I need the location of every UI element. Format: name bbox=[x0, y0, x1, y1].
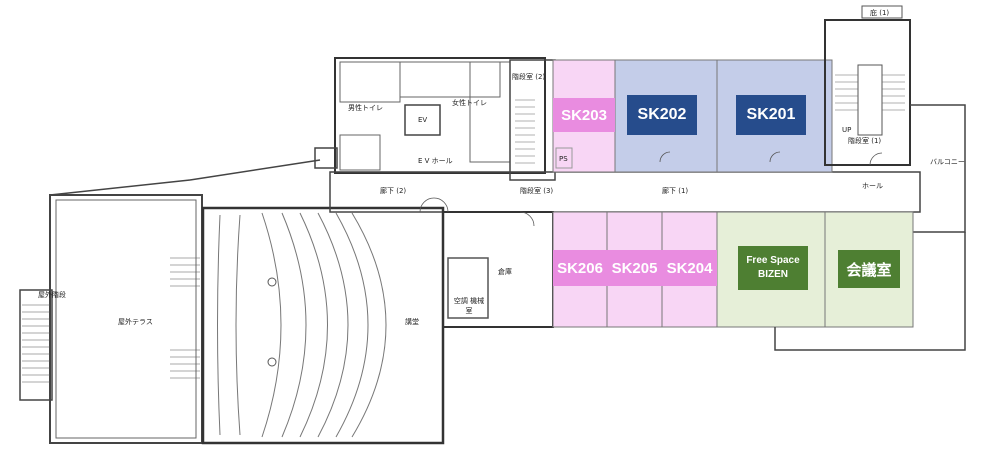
room-sk203-label: SK203 bbox=[553, 98, 615, 132]
room-sk204-label: SK204 bbox=[662, 250, 717, 286]
room-sk202-label: SK202 bbox=[627, 95, 697, 135]
ev-hall-label: E V ホール bbox=[418, 157, 453, 165]
up-label: UP bbox=[842, 126, 852, 134]
free-space-line2: BIZEN bbox=[758, 269, 788, 280]
storage-label: 倉庫 bbox=[498, 268, 512, 276]
ps-label: PS bbox=[559, 155, 568, 163]
stair3-label: 階段室 (3) bbox=[520, 187, 554, 195]
hall-label: ホール bbox=[862, 182, 883, 190]
exit-label: 庇 (1) bbox=[870, 9, 890, 17]
mens-toilet-label: 男性トイレ bbox=[348, 104, 383, 112]
corridor1-label: 廊下 (1) bbox=[662, 187, 689, 195]
outdoor-stairs-label: 屋外階段 bbox=[38, 291, 66, 299]
room-sk202[interactable]: SK202 bbox=[627, 95, 697, 135]
free-space-line1: Free Space bbox=[746, 255, 800, 266]
ev-label: EV bbox=[418, 116, 428, 124]
room-sk204[interactable]: SK204 bbox=[662, 250, 717, 286]
room-sk203[interactable]: SK203 bbox=[553, 98, 615, 132]
room-sk205-label: SK205 bbox=[607, 250, 662, 286]
outdoor-terrace-label: 屋外テラス bbox=[118, 318, 153, 326]
corridor2-label: 廊下 (2) bbox=[380, 187, 407, 195]
room-sk201[interactable]: SK201 bbox=[736, 95, 806, 135]
outdoor-stairs-area bbox=[19, 289, 53, 401]
balcony-label: バルコニー bbox=[930, 158, 965, 166]
room-sk201-label: SK201 bbox=[736, 95, 806, 135]
room-sk206[interactable]: SK206 bbox=[553, 250, 607, 286]
mech-room-label: 空調 機械室 bbox=[453, 297, 485, 315]
room-sk205[interactable]: SK205 bbox=[607, 250, 662, 286]
room-sk206-label: SK206 bbox=[553, 250, 607, 286]
stair2-label: 階段室 (2) bbox=[512, 73, 546, 81]
womens-toilet-label: 女性トイレ bbox=[452, 99, 487, 107]
stair1-label: 階段室 (1) bbox=[848, 137, 882, 145]
room-meeting-room-label: 会議室 bbox=[838, 250, 900, 288]
room-free-space-bizen-label: Free Space BIZEN bbox=[738, 246, 808, 290]
room-free-space-bizen[interactable]: Free Space BIZEN bbox=[738, 246, 808, 290]
room-meeting-room[interactable]: 会議室 bbox=[838, 250, 900, 288]
lecture-room-label: 講堂 bbox=[405, 318, 419, 326]
